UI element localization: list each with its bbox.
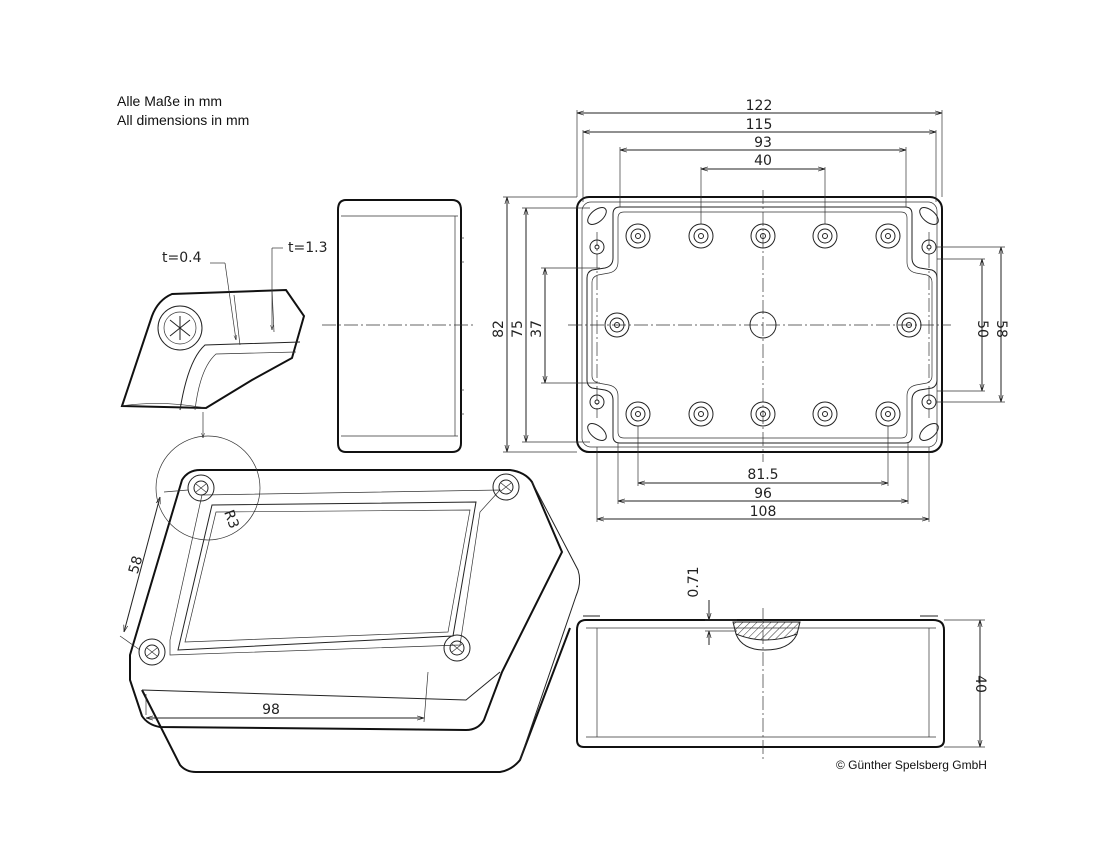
dim-0-71: 0.71 bbox=[686, 566, 702, 597]
units-note: Alle Maße in mm All dimensions in mm bbox=[117, 92, 249, 130]
front-view: 0.71 40 bbox=[576, 566, 988, 760]
lid-inner-outline bbox=[586, 206, 938, 444]
dim-115: 115 bbox=[746, 117, 773, 133]
iso-dim-58: 58 bbox=[126, 554, 146, 576]
radius-r3-label: R3 bbox=[220, 508, 241, 531]
thickness-1-3-label: t=1.3 bbox=[288, 240, 327, 256]
dim-40-height: 40 bbox=[972, 675, 988, 693]
dim-37: 37 bbox=[529, 320, 545, 338]
detail-view: t=0.4 t=1.3 bbox=[120, 240, 327, 438]
dim-75: 75 bbox=[510, 320, 526, 338]
units-note-en: All dimensions in mm bbox=[117, 112, 250, 128]
dim-50: 50 bbox=[974, 320, 990, 338]
units-note-de: Alle Maße in mm bbox=[117, 93, 223, 109]
isometric-view: R3 58 98 bbox=[119, 435, 581, 773]
dim-122: 122 bbox=[746, 98, 773, 114]
dim-93: 93 bbox=[754, 135, 772, 151]
copyright-notice: © Günther Spelsberg GmbH bbox=[836, 758, 987, 772]
dim-40: 40 bbox=[754, 153, 772, 169]
dim-108: 108 bbox=[750, 504, 777, 520]
side-view bbox=[322, 199, 474, 453]
thickness-0-4-label: t=0.4 bbox=[162, 250, 202, 266]
dim-81-5: 81.5 bbox=[747, 467, 778, 483]
top-view-outline bbox=[576, 196, 943, 453]
dim-96: 96 bbox=[754, 486, 772, 502]
top-view: 122 115 93 40 81.5 96 108 bbox=[491, 98, 1009, 522]
dim-58: 58 bbox=[993, 320, 1009, 338]
iso-dim-98: 98 bbox=[262, 702, 280, 718]
dim-82: 82 bbox=[491, 320, 507, 338]
